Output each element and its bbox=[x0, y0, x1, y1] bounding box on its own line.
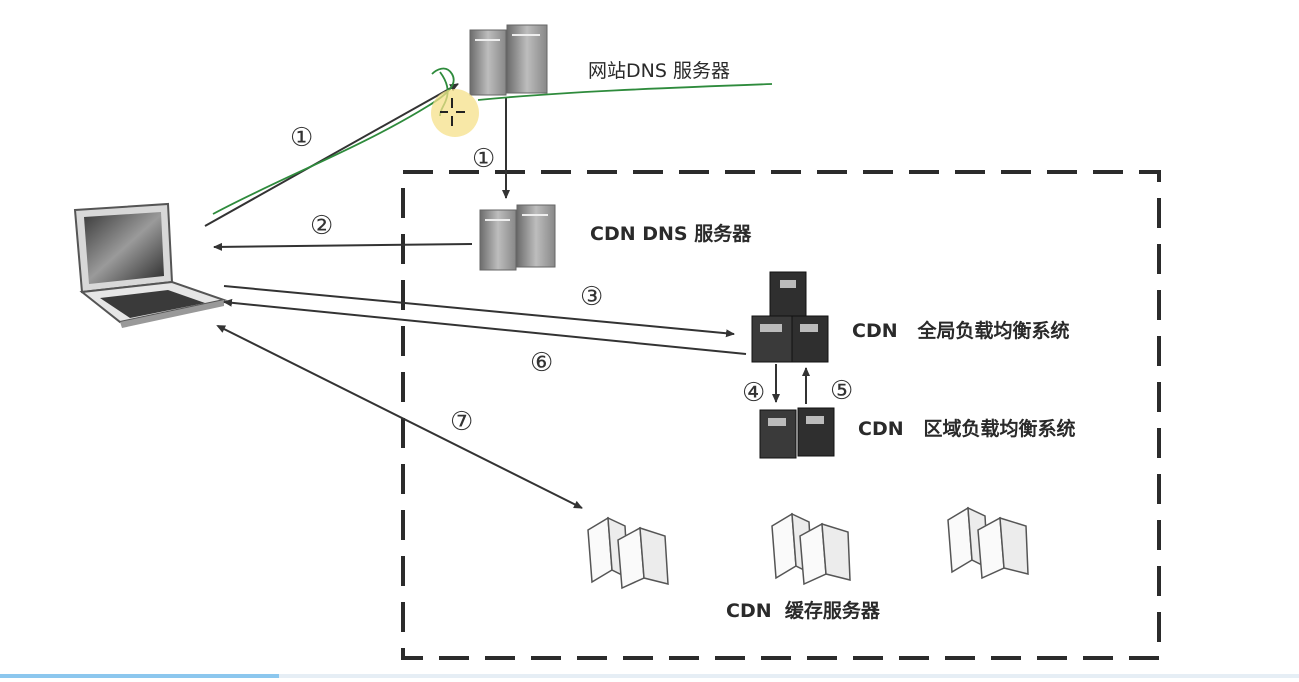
step-marker: ⑤ bbox=[830, 376, 854, 406]
client-laptop-icon bbox=[73, 202, 228, 328]
cdn-boundary bbox=[401, 170, 1161, 660]
arrow-step-3 bbox=[223, 285, 735, 338]
step-marker: ① bbox=[472, 144, 496, 174]
cache-label: CDN 缓存服务器 bbox=[726, 600, 880, 622]
step-marker: ④ bbox=[742, 378, 766, 408]
pen-annotation-stroke bbox=[477, 83, 773, 101]
cache-server-icon bbox=[771, 512, 851, 586]
cursor-highlight bbox=[431, 89, 479, 137]
slb-server-icon bbox=[759, 407, 835, 459]
step-marker: ① bbox=[290, 123, 314, 153]
gslb-server-icon bbox=[751, 271, 829, 363]
step-marker: ⑦ bbox=[450, 407, 474, 437]
pen-annotation-stroke bbox=[212, 67, 455, 215]
gslb-label: CDN 全局负载均衡系统 bbox=[852, 320, 1070, 342]
cdn-dns-server-icon bbox=[479, 204, 556, 271]
step-marker: ② bbox=[310, 211, 334, 241]
step-marker: ③ bbox=[580, 282, 604, 312]
video-progress-fill bbox=[0, 674, 280, 678]
arrow-step-7 bbox=[216, 325, 583, 509]
site-dns-label: 网站DNS 服务器 bbox=[588, 60, 730, 82]
crosshair-cursor-icon bbox=[440, 98, 465, 126]
video-progress-bar[interactable] bbox=[0, 674, 1299, 678]
cache-server-icon bbox=[947, 506, 1029, 580]
step-marker: ⑥ bbox=[530, 348, 554, 378]
arrow-step-1-to-site-dns bbox=[204, 83, 459, 227]
cdn-dns-label: CDN DNS 服务器 bbox=[590, 223, 752, 245]
slb-label: CDN 区域负载均衡系统 bbox=[858, 418, 1076, 440]
cache-server-icon bbox=[587, 516, 669, 590]
arrow-step-2 bbox=[213, 242, 473, 251]
site-dns-server-icon bbox=[469, 24, 548, 96]
